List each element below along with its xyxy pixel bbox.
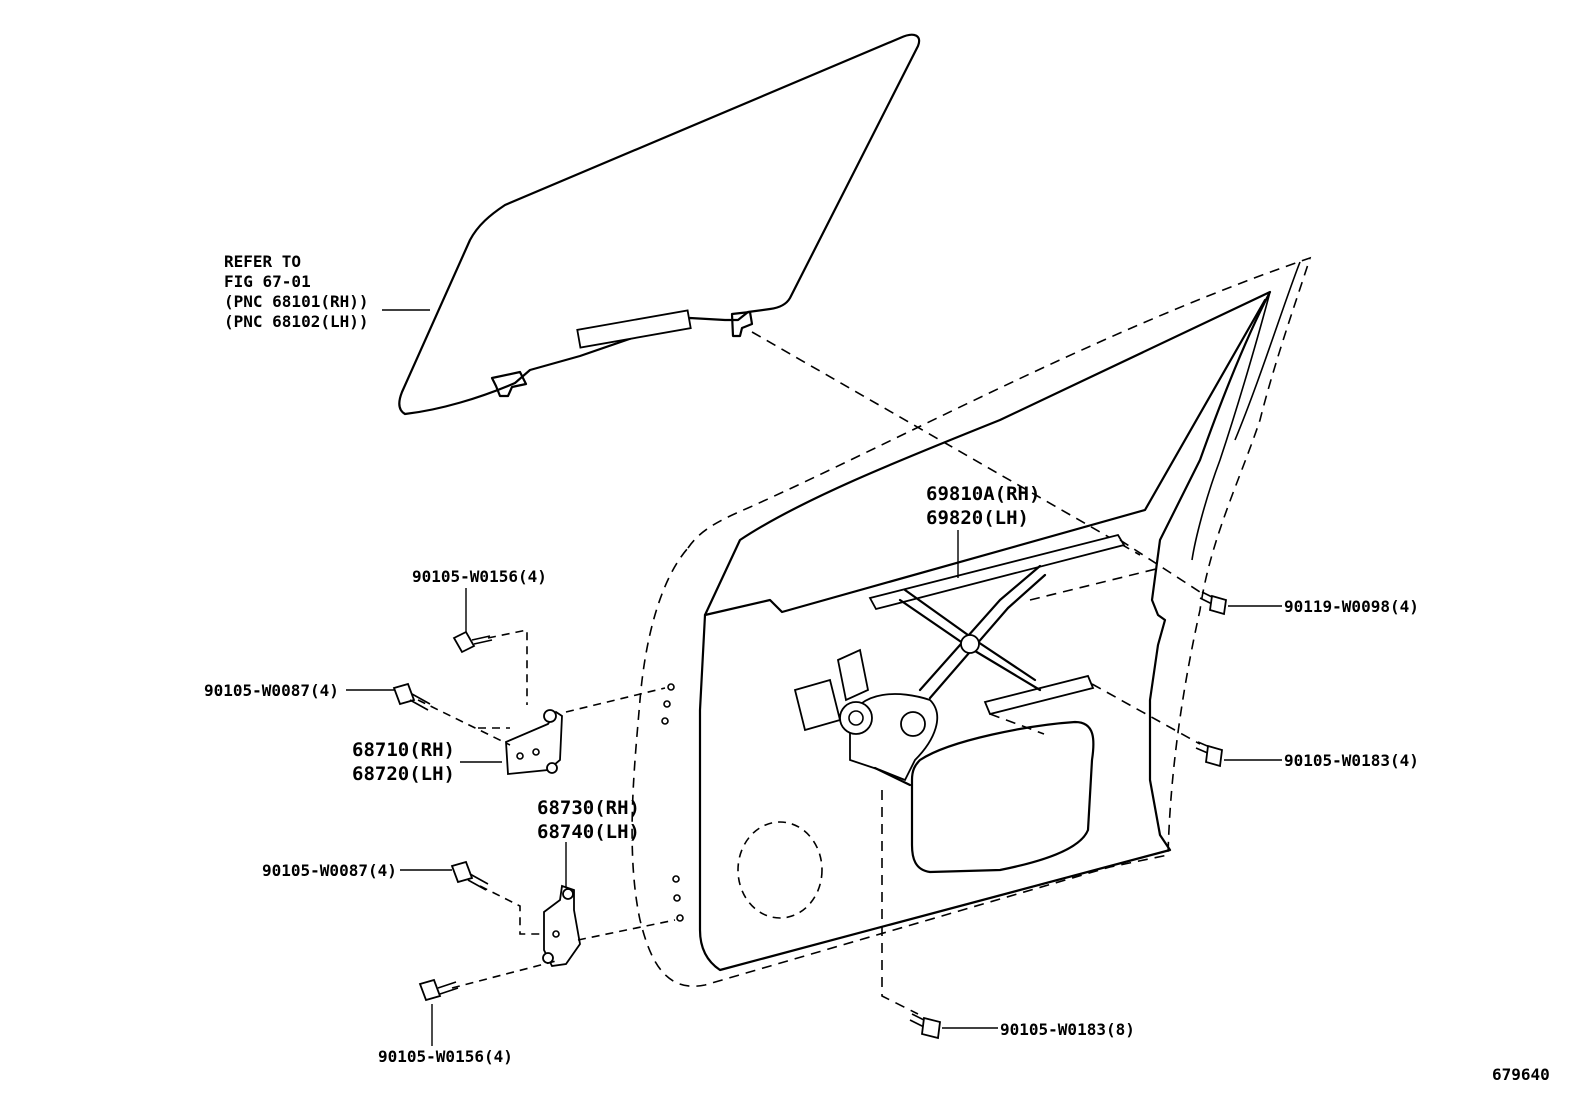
leader-lines [346,309,1282,1046]
refer-note-line1: REFER TO [224,252,301,271]
bolt-90105-w0183-8 [909,1013,941,1040]
label-bolt-90105-w0087-upper: 90105-W0087(4) [204,681,339,700]
refer-note-line2: FIG 67-01 [224,272,311,291]
label-bolt-90105-w0183-8: 90105-W0183(8) [1000,1020,1135,1039]
bolt-90119-w0098 [1199,591,1228,616]
regulator-bolt-line-upper [1029,567,1161,601]
upper-hinge-guide-1 [565,687,666,713]
label-hinge-lower-lh: 68740(LH) [537,821,640,843]
door-glass [398,33,921,416]
bolt-90105-w0156-top [452,630,493,654]
label-regulator-lh: 69820(LH) [926,507,1029,529]
lower-hinge [542,884,581,967]
label-hinge-upper-lh: 68720(LH) [352,763,455,785]
label-bolt-90105-w0087-lower: 90105-W0087(4) [262,861,397,880]
bolt-90105-w0087-upper [392,682,431,711]
label-hinge-upper-rh: 68710(RH) [352,739,455,761]
upper-hinge-guide-3 [417,699,511,746]
label-bolt-90105-w0156-top: 90105-W0156(4) [412,567,547,586]
lower-hinge-guide-3 [451,959,561,989]
figure-id: 679640 [1492,1065,1550,1084]
window-regulator [793,533,1126,787]
door-frame-holes [661,683,684,922]
door-inner-panel [661,261,1301,972]
label-bolt-90119-w0098: 90119-W0098(4) [1284,597,1419,616]
refer-note-line4: (PNC 68102(LH)) [224,312,369,331]
upper-hinge-guide-2 [487,629,528,705]
regulator-lower-line [989,713,1045,735]
regulator-bolt-line-lower [1091,683,1201,745]
bolt-90105-w0087-lower [450,860,489,891]
lower-hinge-guide-1 [577,919,676,941]
bolt-90105-w0183-4 [1195,741,1223,768]
bolt-90105-w0156-bottom [418,978,459,1002]
label-bolt-90105-w0183-4: 90105-W0183(4) [1284,751,1419,770]
upper-hinge [505,709,563,775]
label-hinge-lower-rh: 68730(RH) [537,797,640,819]
refer-note-line3: (PNC 68101(RH)) [224,292,369,311]
lower-hinge-guide-2 [479,885,545,935]
label-bolt-90105-w0156-bottom: 90105-W0156(4) [378,1047,513,1066]
door-frame [631,256,1312,987]
regulator-bolt-line-bottom [881,790,919,1015]
label-regulator-rh: 69810A(RH) [926,483,1040,505]
glass-guide-line [751,331,1141,556]
